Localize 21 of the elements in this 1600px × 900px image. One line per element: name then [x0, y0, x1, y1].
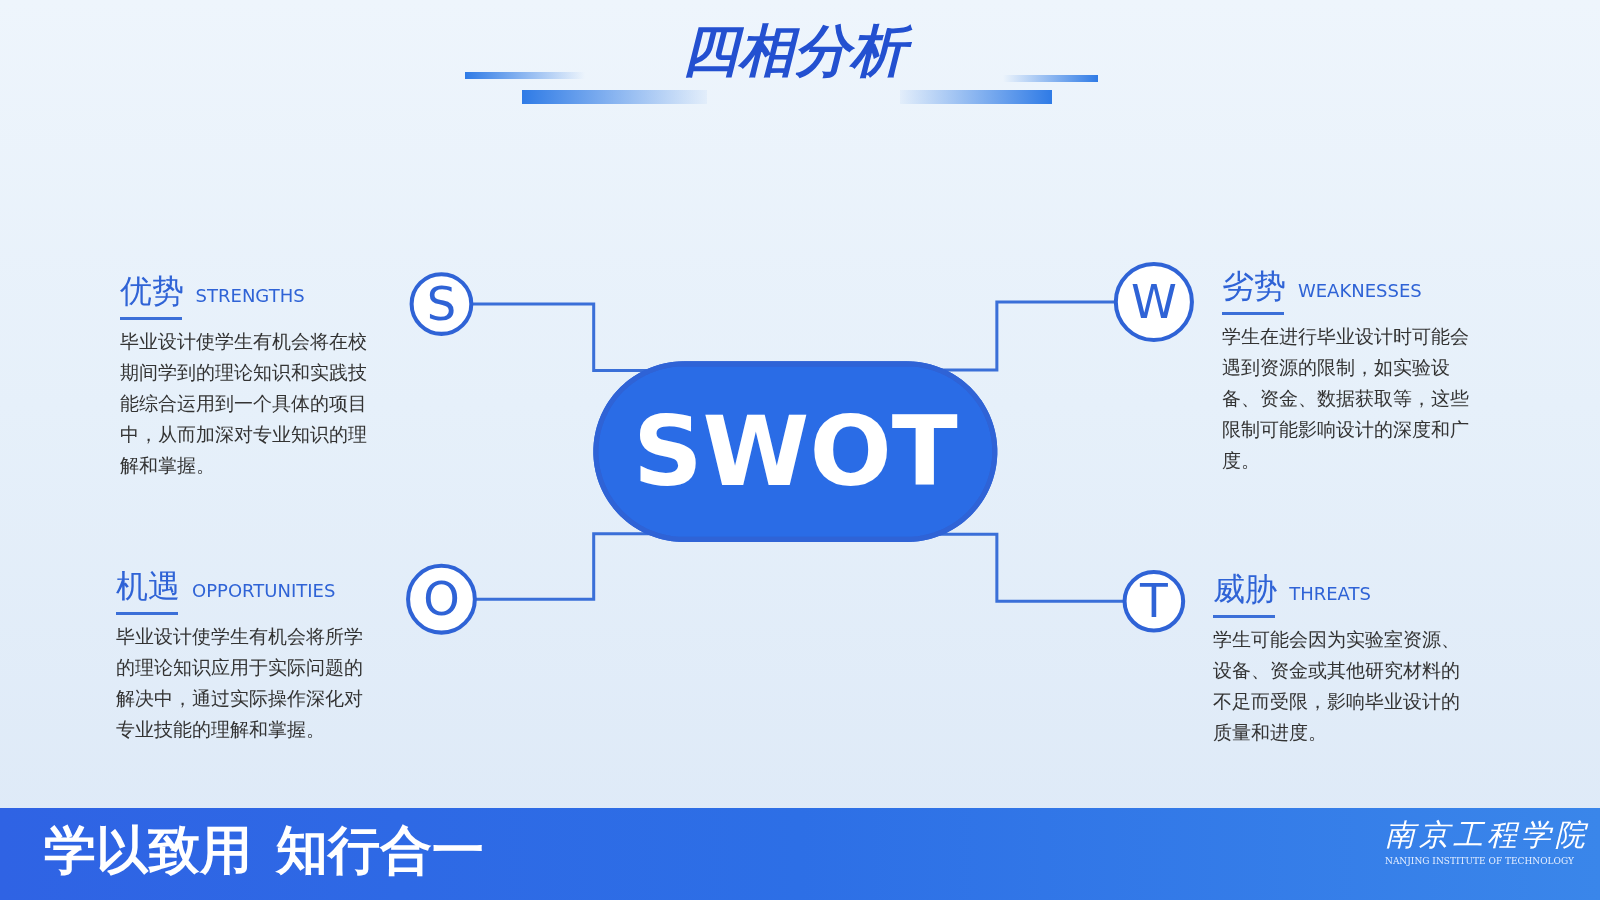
node-circle: S [409, 272, 474, 336]
motto-text: 学以致用 [43, 819, 253, 882]
section-heading: 优势 [119, 271, 184, 312]
node-circle: O [406, 563, 477, 635]
section-heading: 劣势 [1221, 265, 1286, 306]
description-text: 学生在进行毕业设计时可能会遇到资源的限制，如实验设备、资金、数据获取等，这些限制可能影响设计的深度和广度。 [1221, 323, 1470, 473]
section-subheading: OPPORTUNITIES [192, 580, 336, 603]
section-subheading: THREATS [1289, 582, 1371, 605]
description-text: 毕业设计使学生有机会将在校期间学到的理论知识和实践技能综合运用到一个具体的项目中，从而加深对专业知识的理解和掌握。 [119, 329, 368, 479]
motto-text: 知行合一 [274, 819, 485, 882]
section-heading: 威胁 [1213, 568, 1278, 609]
school-name: NANJING INSTITUTE OF TECHNOLOGY [1384, 856, 1575, 867]
school-name: 南京工程学院 [1384, 816, 1590, 854]
node-circle: W [1113, 261, 1194, 343]
section-subheading: STRENGTHS [195, 285, 305, 308]
node-circle: T [1122, 570, 1186, 633]
description-text: 学生可能会因为实验室资源、设备、资金或其他研究材料的不足而受限，影响毕业设计的质量和进度。 [1213, 626, 1462, 745]
section-heading: 机遇 [116, 566, 181, 607]
section-subheading: WEAKNESSES [1297, 279, 1422, 302]
description-text: 毕业设计使学生有机会将所学的理论知识应用于实际问题的解决中，通过实际操作深化对专业技能的理解和掌握。 [116, 624, 365, 743]
title: 四相分析 [676, 10, 924, 90]
